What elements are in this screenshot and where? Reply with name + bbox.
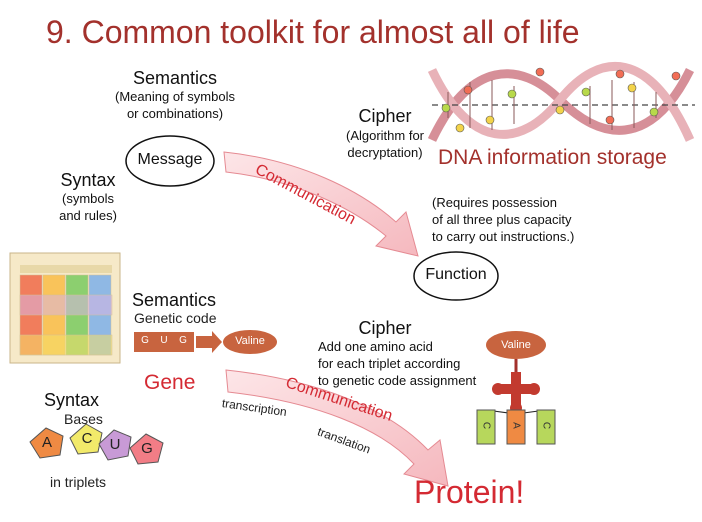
codon-bar	[134, 332, 194, 352]
anticodon-letter-1: C	[480, 421, 492, 430]
dna-caption: DNA information storage	[438, 146, 667, 169]
valine-label: Valine	[235, 335, 265, 347]
communication-arrow-upper	[223, 151, 419, 257]
function-ellipse	[413, 251, 499, 301]
lower-cipher-line-2: for each triplet according	[318, 356, 461, 371]
dna-helix-illustration	[427, 62, 695, 142]
lower-syntax-heading: Syntax	[44, 390, 100, 410]
base-C-letter: C	[81, 430, 93, 447]
upper-semantics-note-1: (Meaning of symbols	[115, 89, 235, 104]
lower-cipher-line-1: Add one amino acid	[318, 339, 433, 354]
base-G-letter: G	[141, 440, 153, 457]
codon-letter-3: G	[179, 335, 187, 346]
upper-cipher-note-1: (Algorithm for	[345, 128, 425, 143]
codon-letter-1: G	[141, 335, 149, 346]
bases-label: Bases	[64, 411, 103, 427]
genetic-code-table	[9, 252, 121, 364]
upper-syntax-note-2: and rules)	[59, 208, 117, 223]
upper-semantics-heading: Semantics	[132, 68, 218, 88]
message-label: Message	[137, 151, 203, 168]
lower-semantics-heading: Semantics	[132, 290, 217, 310]
base-U-letter: U	[109, 436, 121, 453]
upper-syntax-heading: Syntax	[60, 170, 116, 190]
codon-to-valine-arrow	[196, 331, 222, 353]
requirement-line-3: to carry out instructions.)	[432, 229, 575, 244]
page-title: 9. Common toolkit for almost all of life	[46, 14, 580, 50]
communication-arrow-lower	[225, 369, 449, 487]
lower-cipher-heading: Cipher	[358, 318, 412, 338]
requirement-line-2: of all three plus capacity	[432, 212, 572, 227]
upper-syntax-note-1: (symbols	[61, 191, 114, 206]
function-label: Function	[425, 266, 487, 283]
trna-valine-label: Valine	[501, 339, 531, 351]
triplets-label: in triplets	[50, 474, 107, 490]
protein-label: Protein!	[414, 474, 525, 510]
message-ellipse	[125, 135, 215, 187]
codon-letter-2: U	[160, 335, 168, 346]
valine-ellipse	[223, 330, 277, 354]
anticodon-letter-2: A	[510, 422, 522, 429]
genetic-code-label: Genetic code	[134, 310, 217, 326]
base-pentagons	[29, 423, 164, 465]
lower-cipher-line-3: to genetic code assignment	[318, 373, 477, 388]
upper-cipher-heading: Cipher	[358, 106, 412, 126]
upper-cipher-note-2: decryptation)	[347, 145, 423, 160]
base-A-letter: A	[41, 434, 52, 451]
upper-semantics-note-2: or combinations)	[126, 106, 224, 121]
anticodon-letter-3: C	[540, 421, 552, 430]
trna-illustration	[476, 331, 556, 445]
gene-label: Gene	[144, 371, 196, 394]
requirement-line-1: (Requires possession	[432, 195, 558, 210]
